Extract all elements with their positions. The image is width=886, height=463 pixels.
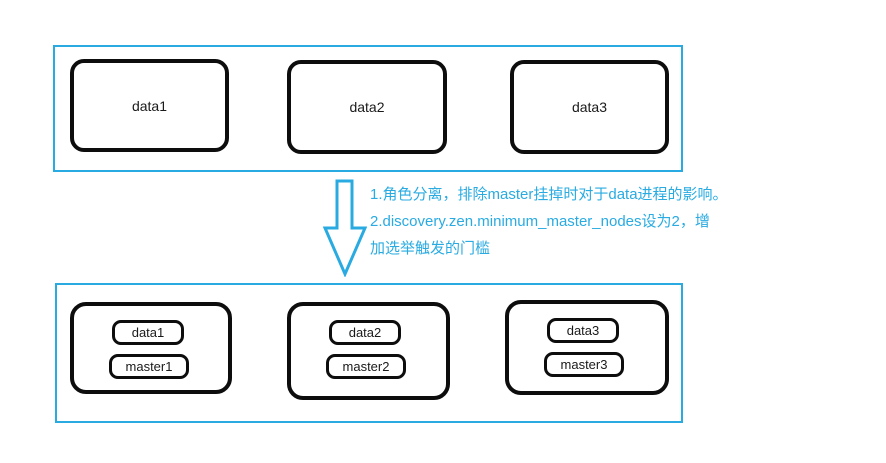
bottom-node-1: data1 master1 <box>70 302 232 394</box>
annotation-line-1: 1.角色分离，排除master挂掉时对于data进程的影响。 <box>370 186 728 203</box>
bottom-node-2: data2 master2 <box>287 302 450 400</box>
data2-chip: data2 <box>329 320 401 345</box>
bottom-cluster-box: data1 master1 data2 master2 data3 master… <box>55 283 683 423</box>
data3-chip-label: data3 <box>566 323 600 338</box>
top-node-data2: data2 <box>287 60 447 154</box>
master2-chip: master2 <box>326 354 406 379</box>
master1-chip: master1 <box>109 354 189 379</box>
master3-chip: master3 <box>544 352 624 377</box>
annotation-line-3: 加选举触发的门槛 <box>370 240 491 257</box>
top-node-data3-label: data3 <box>571 99 608 115</box>
annotation-line-2: 2.discovery.zen.minimum_master_nodes设为2，… <box>370 213 710 230</box>
bottom-node-3: data3 master3 <box>505 300 669 395</box>
data3-chip: data3 <box>547 318 619 343</box>
top-cluster-box: data1 data2 data3 <box>53 45 683 172</box>
top-node-data1-label: data1 <box>131 97 168 114</box>
master3-chip-label: master3 <box>560 357 608 372</box>
data2-chip-label: data2 <box>348 325 382 340</box>
master1-chip-label: master1 <box>125 359 173 374</box>
data1-chip: data1 <box>112 320 184 345</box>
top-node-data1: data1 <box>70 59 229 152</box>
top-node-data2-label: data2 <box>349 99 385 115</box>
annotation-text: 1.角色分离，排除master挂掉时对于data进程的影响。 2.discove… <box>370 181 728 262</box>
down-arrow-icon <box>322 179 368 278</box>
data1-chip-label: data1 <box>131 325 165 340</box>
top-node-data3: data3 <box>510 60 669 154</box>
master2-chip-label: master2 <box>342 359 390 374</box>
